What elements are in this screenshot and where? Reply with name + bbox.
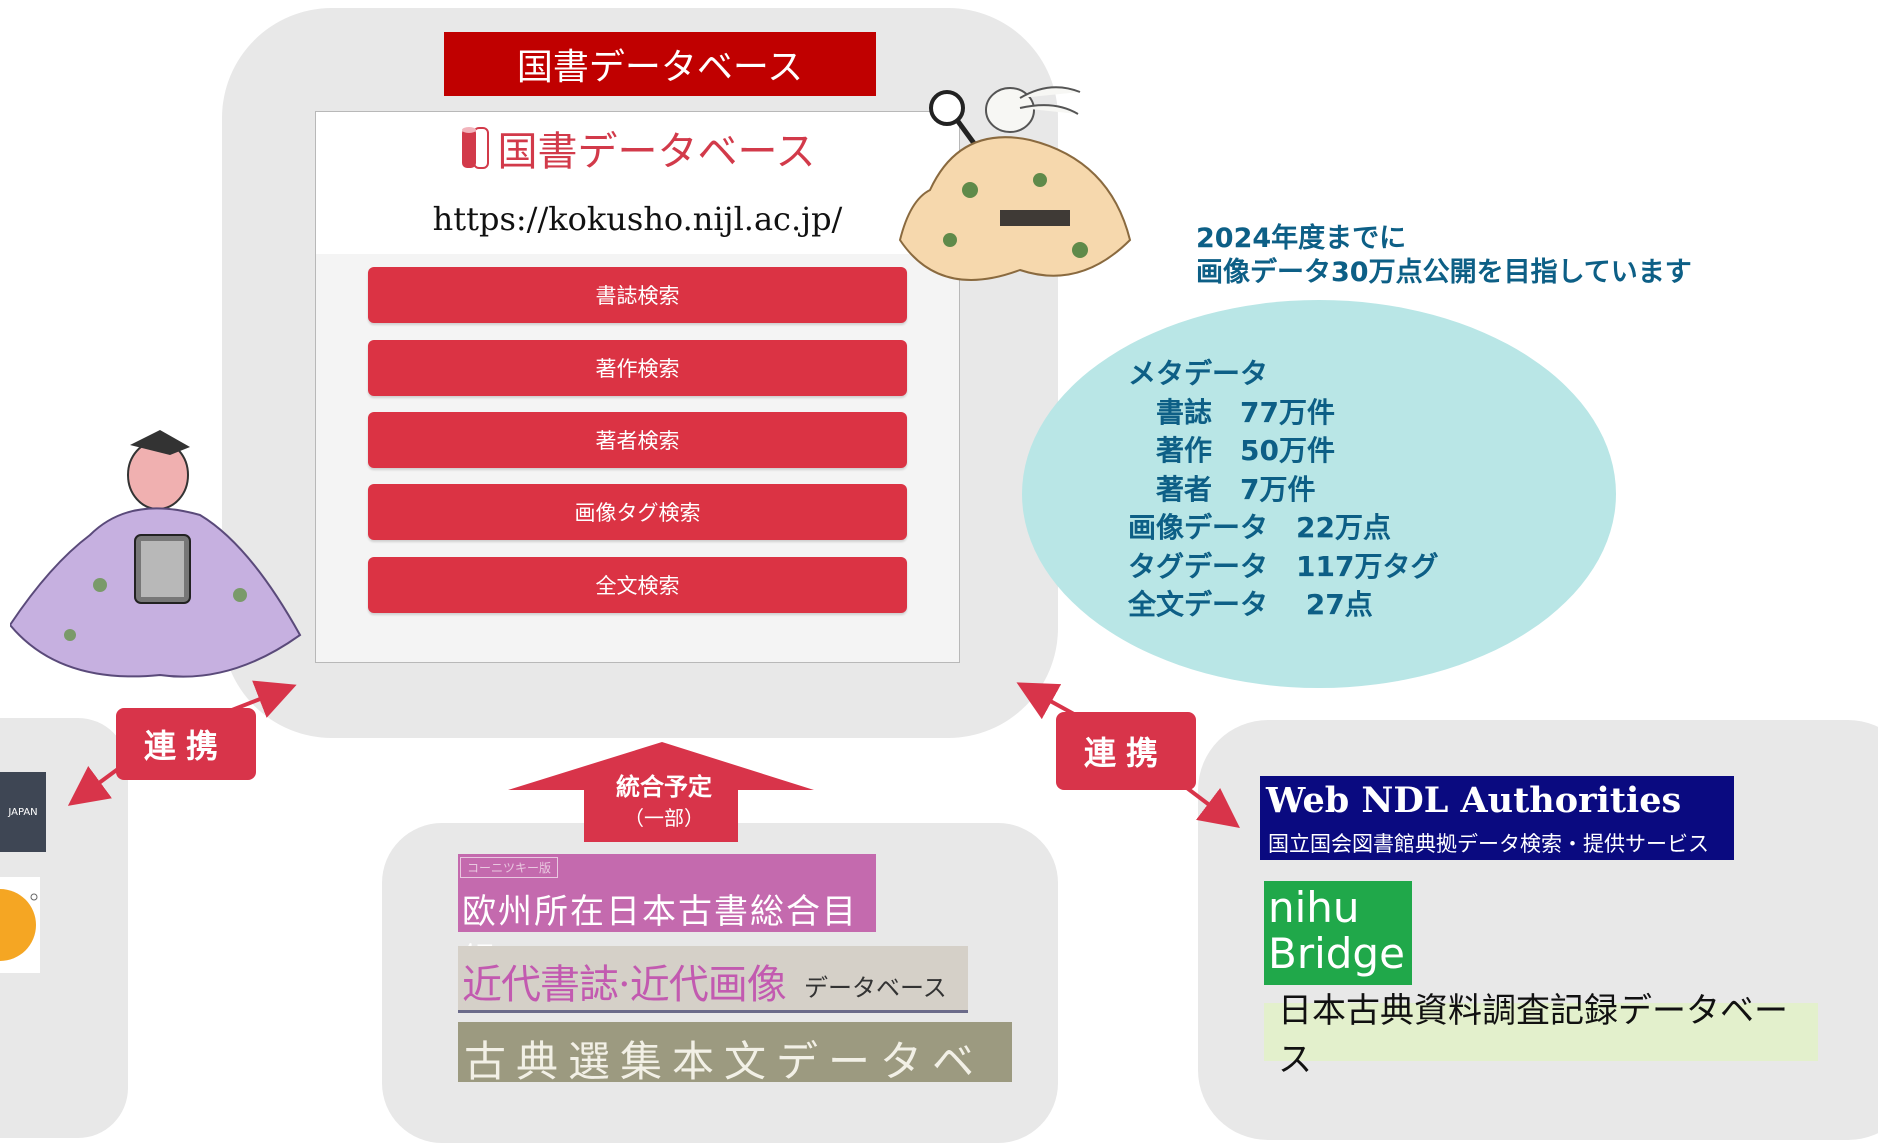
- stat-row: 書誌 77万件: [1128, 395, 1335, 429]
- author-search-button[interactable]: 著者検索: [368, 412, 907, 468]
- stat-row: 著者 7万件: [1128, 472, 1316, 506]
- rabbit-mascot-illustration: [898, 86, 1132, 281]
- kindai-suffix: データベース: [804, 974, 947, 1002]
- euro-catalog-edition: コーニツキー版: [460, 857, 559, 878]
- image-tag-search-button[interactable]: 画像タグ検索: [368, 484, 907, 540]
- ndl-title: Web NDL Authorities: [1266, 780, 1682, 821]
- integration-subtitle: （一部）: [624, 806, 704, 830]
- partner-logo-dark-text: JAPAN: [8, 806, 38, 818]
- stat-row: 著作 50万件: [1128, 434, 1335, 467]
- website-screenshot: 国書データベース https://kokusho.nijl.ac.jp/ 書誌検…: [315, 111, 960, 663]
- koten-chosa-banner[interactable]: 日本古典資料調査記録データベース: [1264, 991, 1818, 1080]
- statistics-bubble: [1022, 300, 1616, 688]
- koten-senshu-banner[interactable]: 古典選集本文データベース: [458, 1022, 1012, 1082]
- page-title: 国書データベース: [444, 32, 876, 96]
- work-search-button[interactable]: 著作検索: [368, 340, 907, 396]
- integration-label: 統合予定 （一部）: [584, 767, 744, 831]
- nihu-line-1: nihu: [1268, 883, 1360, 932]
- web-ndl-authorities-banner[interactable]: Web NDL Authorities 国立国会図書館典拠データ検索・提供サービ…: [1260, 776, 1734, 860]
- nihu-line-2: Bridge: [1268, 929, 1405, 978]
- partner-logo-dark[interactable]: JAPAN: [0, 772, 46, 852]
- scroll-icon: [460, 124, 490, 172]
- stat-row: タグデータ 117万タグ: [1128, 549, 1439, 583]
- search-menu: 書誌検索 著作検索 著者検索 画像タグ検索 全文検索: [316, 254, 959, 662]
- kindai-database-banner[interactable]: 近代書誌·近代画像 データベース: [458, 946, 968, 1013]
- integration-title: 統合予定: [616, 773, 712, 801]
- stat-row: 全文データ 27点: [1128, 588, 1373, 621]
- stat-row: メタデータ: [1128, 357, 1269, 390]
- connector-arrows: [67, 680, 1240, 842]
- bibliography-search-button[interactable]: 書誌検索: [368, 267, 907, 323]
- integration-up-arrow: [508, 742, 814, 842]
- link-label-right: 連携: [1056, 712, 1196, 790]
- euro-catalog-banner[interactable]: コーニツキー版 欧州所在日本古書総合目録: [458, 854, 876, 981]
- statistics-list: メタデータ 書誌 77万件 著作 50万件 著者 7万件 画像データ 22万点 …: [1128, 355, 1438, 625]
- orange-circle-icon: [0, 889, 38, 961]
- site-logo[interactable]: 国書データベース: [316, 112, 959, 184]
- site-url[interactable]: https://kokusho.nijl.ac.jp/: [316, 184, 959, 254]
- stat-row: 画像データ 22万点: [1128, 511, 1391, 544]
- goal-line-1: 2024年度までに: [1196, 223, 1407, 254]
- site-logo-text: 国書データベース: [497, 129, 816, 175]
- monkey-mascot-illustration: [10, 430, 302, 678]
- fulltext-search-button[interactable]: 全文検索: [368, 557, 907, 613]
- kindai-title: 近代書誌·近代画像: [462, 962, 787, 1008]
- link-label-left: 連携: [116, 708, 256, 780]
- nihu-bridge-logo[interactable]: nihu Bridge: [1264, 881, 1412, 985]
- ndl-subtitle: 国立国会図書館典拠データ検索・提供サービス: [1268, 832, 1709, 856]
- publication-goal: 2024年度までに 画像データ30万点公開を目指しています: [1196, 222, 1692, 290]
- partner-logo-orange[interactable]: [0, 877, 40, 973]
- goal-line-2: 画像データ30万点公開を目指しています: [1196, 257, 1692, 288]
- koten-senshu-title: 古典選集本文データベース: [464, 1037, 985, 1082]
